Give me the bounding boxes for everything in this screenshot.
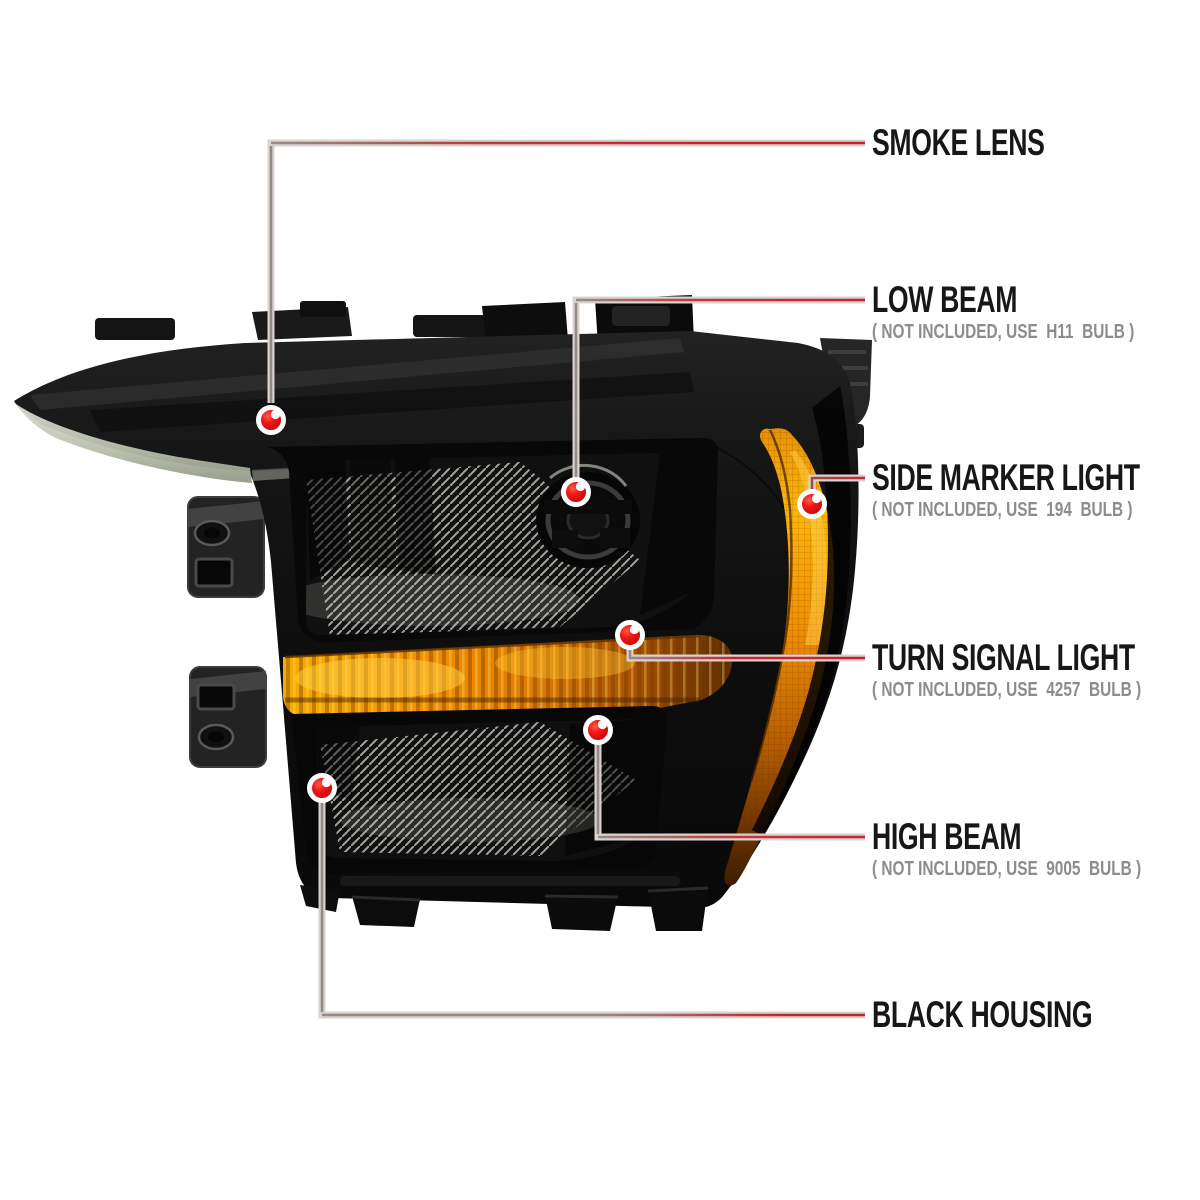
callout-title-smoke-lens: SMOKE LENS xyxy=(872,122,1045,163)
callout-subtitle-side-marker: ( NOT INCLUDED, USE 194 BULB ) xyxy=(872,498,1133,521)
callout-subtitle-turn-signal: ( NOT INCLUDED, USE 4257 BULB ) xyxy=(872,678,1142,701)
callout-title-turn-signal: TURN SIGNAL LIGHT xyxy=(872,637,1135,678)
eyebrow-underside-highlight xyxy=(16,404,252,483)
low-beam-reflector-detail xyxy=(306,452,697,635)
callout-title-side-marker: SIDE MARKER LIGHT xyxy=(872,457,1140,498)
callout-label-side-marker: SIDE MARKER LIGHT ( NOT INCLUDED, USE 19… xyxy=(872,458,1200,521)
callout-title-black-housing: BLACK HOUSING xyxy=(872,994,1093,1035)
callout-label-smoke-lens: SMOKE LENS xyxy=(872,123,1112,163)
callout-label-turn-signal: TURN SIGNAL LIGHT ( NOT INCLUDED, USE 42… xyxy=(872,638,1200,701)
lens-marking-band xyxy=(340,876,680,886)
callout-subtitle-high-beam: ( NOT INCLUDED, USE 9005 BULB ) xyxy=(872,857,1142,880)
callout-title-high-beam: HIGH BEAM xyxy=(872,816,1022,857)
callout-label-high-beam: HIGH BEAM ( NOT INCLUDED, USE 9005 BULB … xyxy=(872,817,1200,880)
callout-title-low-beam: LOW BEAM xyxy=(872,279,1018,320)
left-mounting-bracket-upper xyxy=(187,496,265,598)
callout-label-low-beam: LOW BEAM ( NOT INCLUDED, USE H11 BULB ) xyxy=(872,280,1200,343)
callout-subtitle-low-beam: ( NOT INCLUDED, USE H11 BULB ) xyxy=(872,320,1135,343)
callout-label-black-housing: BLACK HOUSING xyxy=(872,995,1178,1035)
turn-signal-lens xyxy=(283,634,733,717)
left-mounting-bracket-lower xyxy=(189,666,267,768)
